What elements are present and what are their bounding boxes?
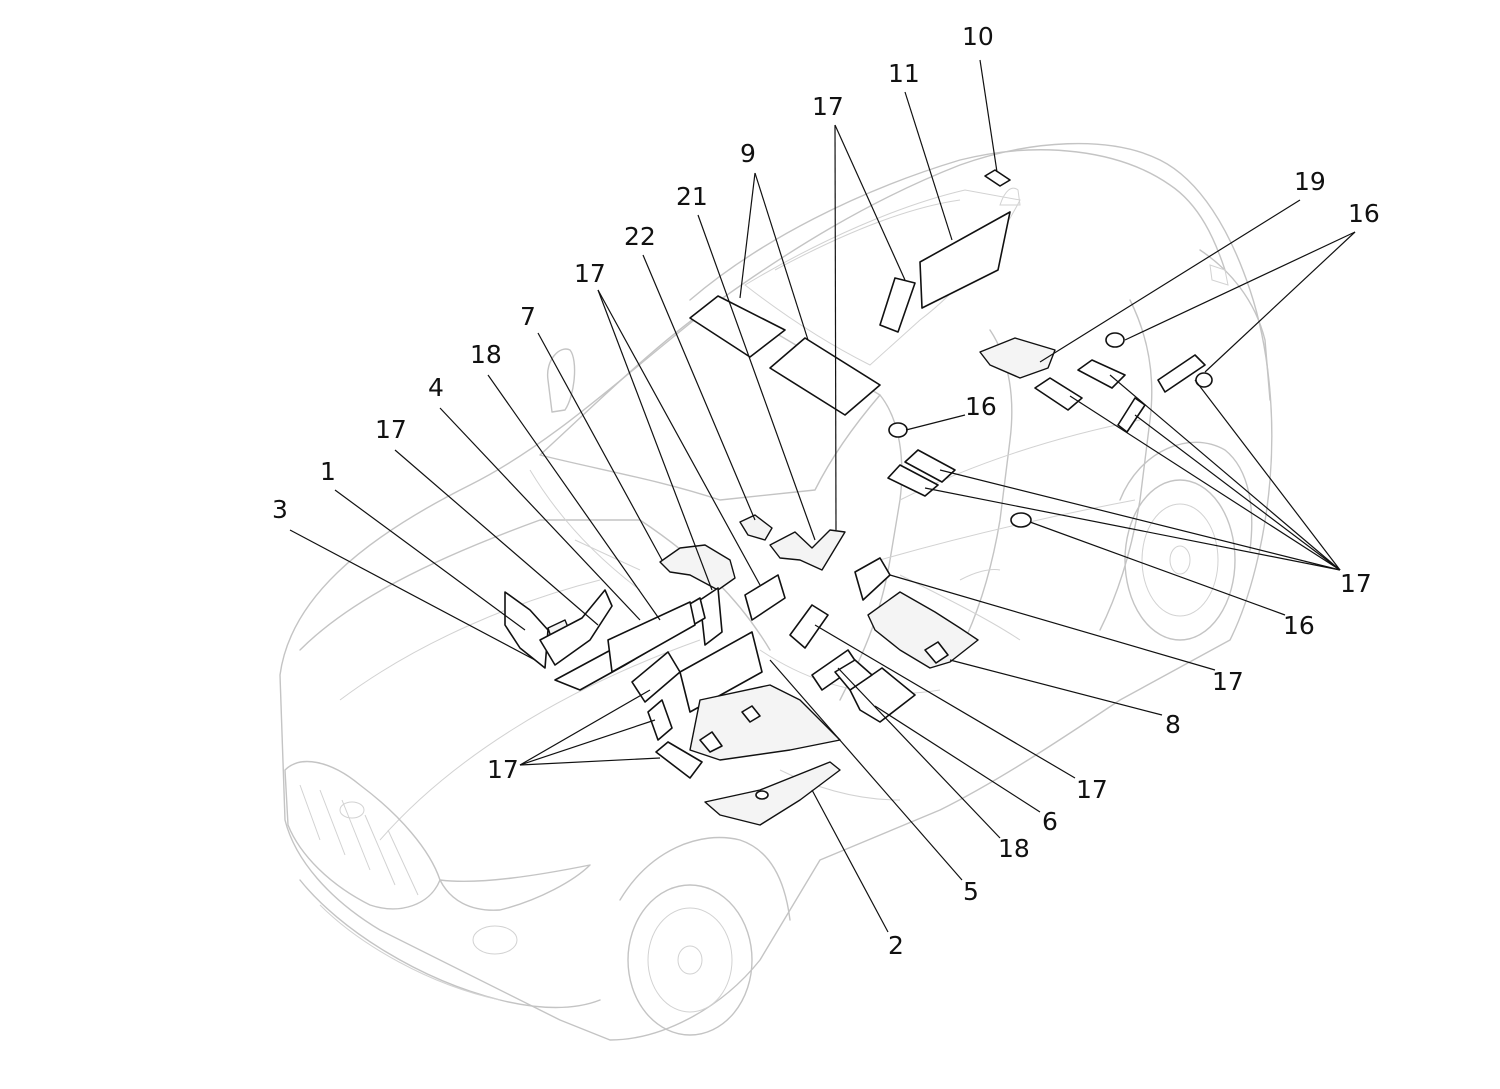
part-17-front-c bbox=[679, 631, 763, 713]
callout-3: 3 bbox=[272, 495, 288, 524]
part-18-upper bbox=[744, 574, 786, 621]
callout-18: 18 bbox=[998, 834, 1030, 863]
part-17-rear-d bbox=[1117, 397, 1146, 433]
part-17-roof bbox=[879, 277, 916, 333]
part-17-rear-b bbox=[1034, 377, 1083, 411]
part-6-b bbox=[834, 659, 873, 691]
callout-19: 19 bbox=[1294, 167, 1326, 196]
part-17-rear-a bbox=[1077, 359, 1126, 389]
callout-4: 4 bbox=[428, 373, 444, 402]
part-1 bbox=[504, 591, 549, 669]
part-22 bbox=[739, 514, 773, 541]
part-2 bbox=[704, 761, 841, 826]
callout-6: 6 bbox=[1042, 807, 1058, 836]
callout-16: 16 bbox=[965, 392, 997, 421]
part-3 bbox=[539, 589, 613, 666]
part-17-mid-a bbox=[904, 449, 956, 483]
part-5-detail-b bbox=[699, 731, 723, 753]
part-10 bbox=[984, 169, 1011, 187]
part-17-front-b bbox=[647, 699, 673, 741]
callout-5: 5 bbox=[963, 877, 979, 906]
grommet-16-d bbox=[1010, 512, 1032, 528]
callout-7: 7 bbox=[520, 302, 536, 331]
callout-2: 2 bbox=[888, 931, 904, 960]
part-7 bbox=[659, 544, 736, 591]
grommet-16-b bbox=[1195, 372, 1213, 388]
callout-1: 1 bbox=[320, 457, 336, 486]
callout-16: 16 bbox=[1348, 199, 1380, 228]
part-11 bbox=[919, 211, 1011, 309]
callout-17: 17 bbox=[812, 92, 844, 121]
part-5 bbox=[689, 684, 841, 761]
leader-lines bbox=[289, 59, 1356, 933]
part-19 bbox=[979, 337, 1056, 379]
callout-11: 11 bbox=[888, 59, 920, 88]
part-8-detail bbox=[924, 641, 949, 664]
part-17-dash bbox=[699, 587, 723, 646]
callout-17: 17 bbox=[487, 755, 519, 784]
callout-17: 17 bbox=[574, 259, 606, 288]
callout-17: 17 bbox=[1076, 775, 1108, 804]
part-4-front bbox=[607, 601, 696, 673]
part-6 bbox=[849, 667, 916, 723]
part-21 bbox=[769, 529, 846, 571]
callout-17: 17 bbox=[375, 415, 407, 444]
callout-10: 10 bbox=[962, 22, 994, 51]
callout-17: 17 bbox=[1212, 667, 1244, 696]
callout-8: 8 bbox=[1165, 710, 1181, 739]
part-17-floor-a bbox=[789, 604, 829, 649]
insulation-parts bbox=[504, 169, 1213, 826]
part-17-front-a bbox=[631, 651, 681, 703]
part-17-front-d bbox=[655, 741, 703, 779]
callout-9: 9 bbox=[740, 139, 756, 168]
callout-labels: 10 11 17 9 21 22 17 7 18 4 17 1 3 19 16 … bbox=[272, 22, 1380, 960]
part-5-detail-a bbox=[741, 705, 761, 723]
callout-16: 16 bbox=[1283, 611, 1315, 640]
callout-22: 22 bbox=[624, 222, 656, 251]
callout-17: 17 bbox=[1340, 569, 1372, 598]
grommet-16-a bbox=[1105, 332, 1125, 348]
grommet-16-c bbox=[888, 422, 908, 438]
part-17-floor-b bbox=[854, 557, 891, 601]
part-9-right bbox=[769, 337, 881, 416]
callout-21: 21 bbox=[676, 182, 708, 211]
part-9-left bbox=[689, 295, 786, 358]
part-8 bbox=[867, 591, 979, 669]
part-2-hole bbox=[755, 790, 769, 800]
callout-18: 18 bbox=[470, 340, 502, 369]
part-17-rear-c bbox=[1157, 354, 1206, 393]
